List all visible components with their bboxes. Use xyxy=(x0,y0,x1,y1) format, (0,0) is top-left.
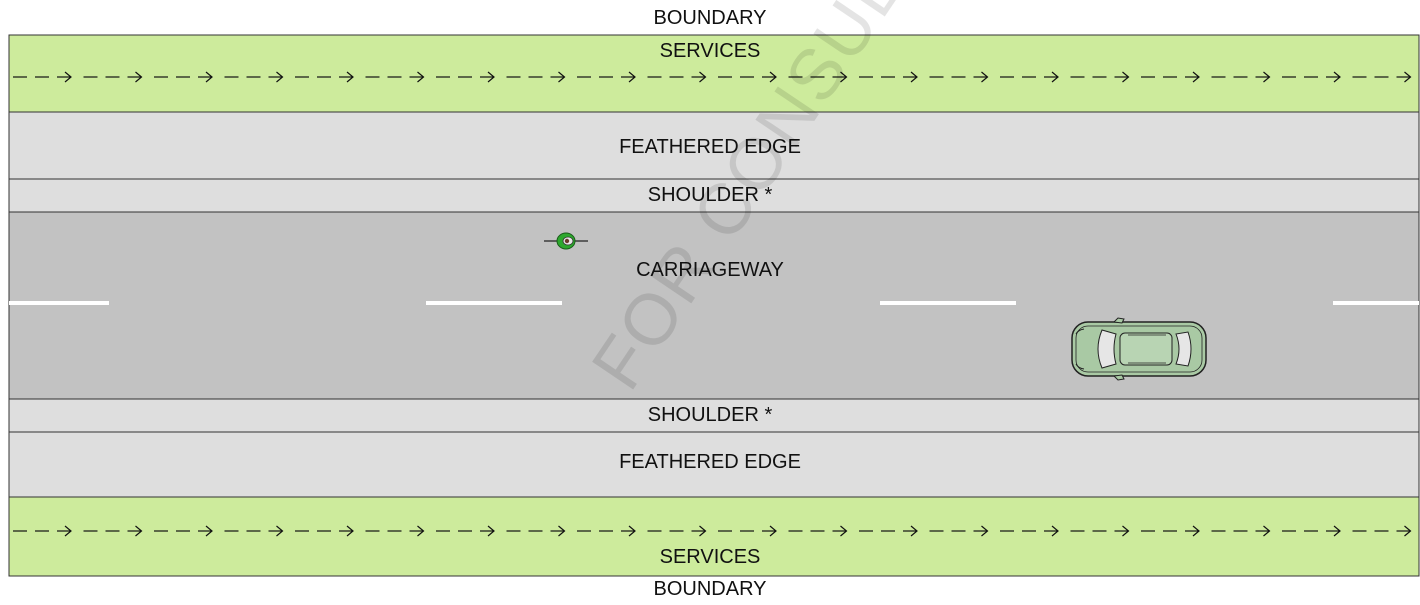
services-flow-arrow-icon xyxy=(1211,71,1271,83)
services-flow-arrow-icon xyxy=(13,525,72,537)
services-flow-arrow-icon xyxy=(506,71,566,83)
services-flow-arrow-icon xyxy=(436,525,495,537)
services-flow-arrow-icon xyxy=(83,525,143,537)
services-flow-arrow-icon xyxy=(83,71,143,83)
services-flow-arrow-icon xyxy=(577,71,636,83)
services-flow-arrow-icon xyxy=(1070,71,1130,83)
boundary-bottom-label: BOUNDARY xyxy=(653,578,767,600)
services-flow-arrow-icon xyxy=(1282,525,1341,537)
services-flow-arrow-icon xyxy=(13,71,72,83)
services-flow-arrow-icon xyxy=(224,71,284,83)
lane-marking xyxy=(9,301,109,305)
services-flow-arrow-icon xyxy=(1282,71,1341,83)
services-top-label: SERVICES xyxy=(659,40,761,62)
services-flow-arrow-icon xyxy=(1000,525,1059,537)
services-flow-arrow-icon xyxy=(1141,71,1200,83)
services-flow-arrow-icon xyxy=(436,71,495,83)
shoulder-top xyxy=(8,178,1420,213)
services-flow-arrow-icon xyxy=(1141,525,1200,537)
services-flow-arrow-icon xyxy=(718,525,777,537)
services-flow-arrows-bottom xyxy=(13,525,1412,537)
boundary-top-label: BOUNDARY xyxy=(653,7,767,29)
lane-centre-markings xyxy=(9,301,1419,305)
feathered-edge-bottom-label: FEATHERED EDGE xyxy=(619,451,801,473)
services-flow-arrow-icon xyxy=(788,71,848,83)
services-flow-arrows-top xyxy=(13,71,1412,83)
services-strip-top xyxy=(8,34,1420,113)
services-flow-arrow-icon xyxy=(154,71,213,83)
services-flow-arrow-icon xyxy=(577,525,636,537)
services-flow-arrow-icon xyxy=(224,525,284,537)
services-flow-arrow-icon xyxy=(295,71,354,83)
services-flow-arrow-icon xyxy=(1070,525,1130,537)
services-flow-arrow-icon xyxy=(718,71,777,83)
shoulder-bottom-label: SHOULDER * xyxy=(647,404,773,426)
feathered-edge-top xyxy=(8,111,1420,180)
services-flow-arrow-icon xyxy=(788,525,848,537)
services-strip-bottom xyxy=(8,496,1420,577)
services-flow-arrow-icon xyxy=(506,525,566,537)
services-flow-arrow-icon xyxy=(929,525,989,537)
lane-marking xyxy=(426,301,562,305)
shoulder-top-label: SHOULDER * xyxy=(647,184,773,206)
services-flow-arrow-icon xyxy=(859,525,918,537)
services-flow-arrow-icon xyxy=(1000,71,1059,83)
services-bottom-label: SERVICES xyxy=(659,546,761,568)
lane-marking xyxy=(880,301,1016,305)
cyclist-icon xyxy=(544,232,588,250)
car-icon xyxy=(1071,317,1207,381)
services-flow-arrow-icon xyxy=(154,525,213,537)
services-flow-arrow-icon xyxy=(929,71,989,83)
services-flow-arrow-icon xyxy=(859,71,918,83)
services-flow-arrow-icon xyxy=(1352,525,1412,537)
services-flow-arrow-icon xyxy=(1211,525,1271,537)
carriageway-label: CARRIAGEWAY xyxy=(636,259,784,281)
lane-marking xyxy=(1333,301,1419,305)
services-flow-arrow-icon xyxy=(647,71,707,83)
services-flow-arrow-icon xyxy=(365,525,425,537)
services-flow-arrow-icon xyxy=(1352,71,1412,83)
services-flow-arrow-icon xyxy=(647,525,707,537)
feathered-edge-bottom xyxy=(8,431,1420,498)
services-flow-arrow-icon xyxy=(365,71,425,83)
feathered-edge-top-label: FEATHERED EDGE xyxy=(619,136,801,158)
services-flow-arrow-icon xyxy=(295,525,354,537)
